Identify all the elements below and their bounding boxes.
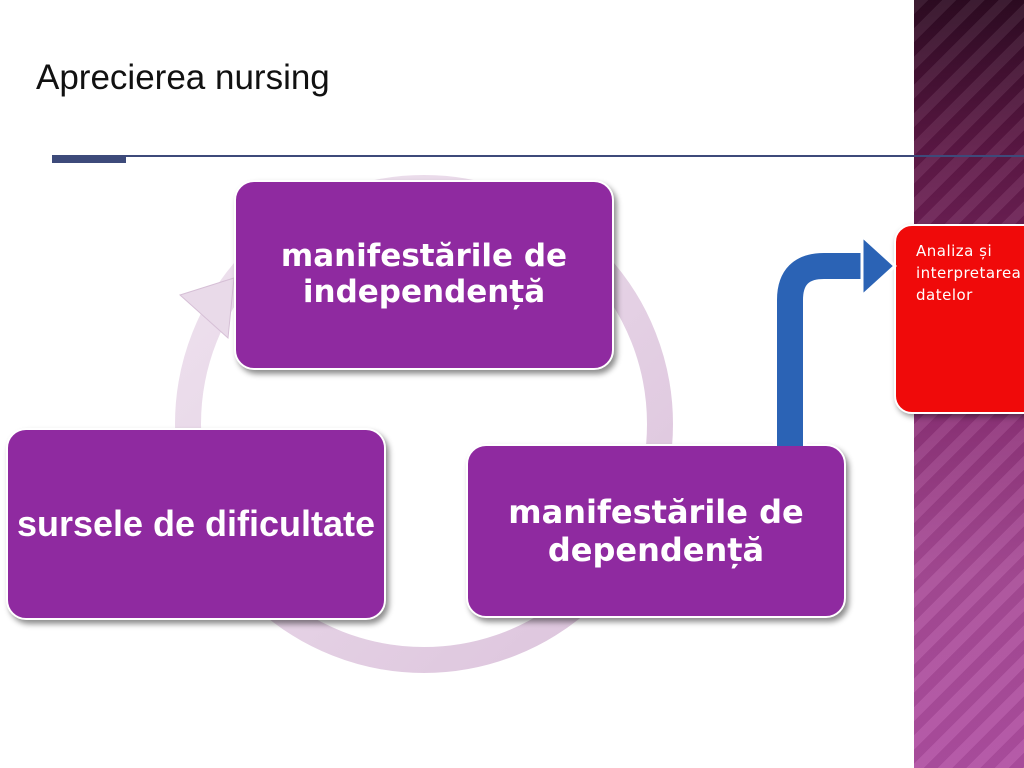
independence-manifestations-label: manifestările de independență (280, 238, 568, 310)
difficulty-sources-box: sursele de dificultate (6, 428, 386, 620)
dependence-manifestations-label: manifestările de dependență (508, 492, 804, 569)
difficulty-sources-label: sursele de dificultate (16, 503, 376, 545)
data-analysis-box: Analiza și interpretarea datelor (894, 224, 1024, 414)
title-underline-accent (52, 155, 126, 163)
connector-arrowhead (860, 234, 897, 298)
title-underline (52, 155, 1024, 157)
connector-arrow-shaft (777, 253, 866, 446)
independence-manifestations-box: manifestările de independență (234, 180, 614, 370)
data-analysis-label: Analiza și interpretarea datelor (916, 242, 1022, 304)
dependence-manifestations-box: manifestările de dependență (466, 444, 846, 618)
cycle-arrowhead (179, 277, 235, 340)
slide-title: Aprecierea nursing (36, 58, 330, 97)
